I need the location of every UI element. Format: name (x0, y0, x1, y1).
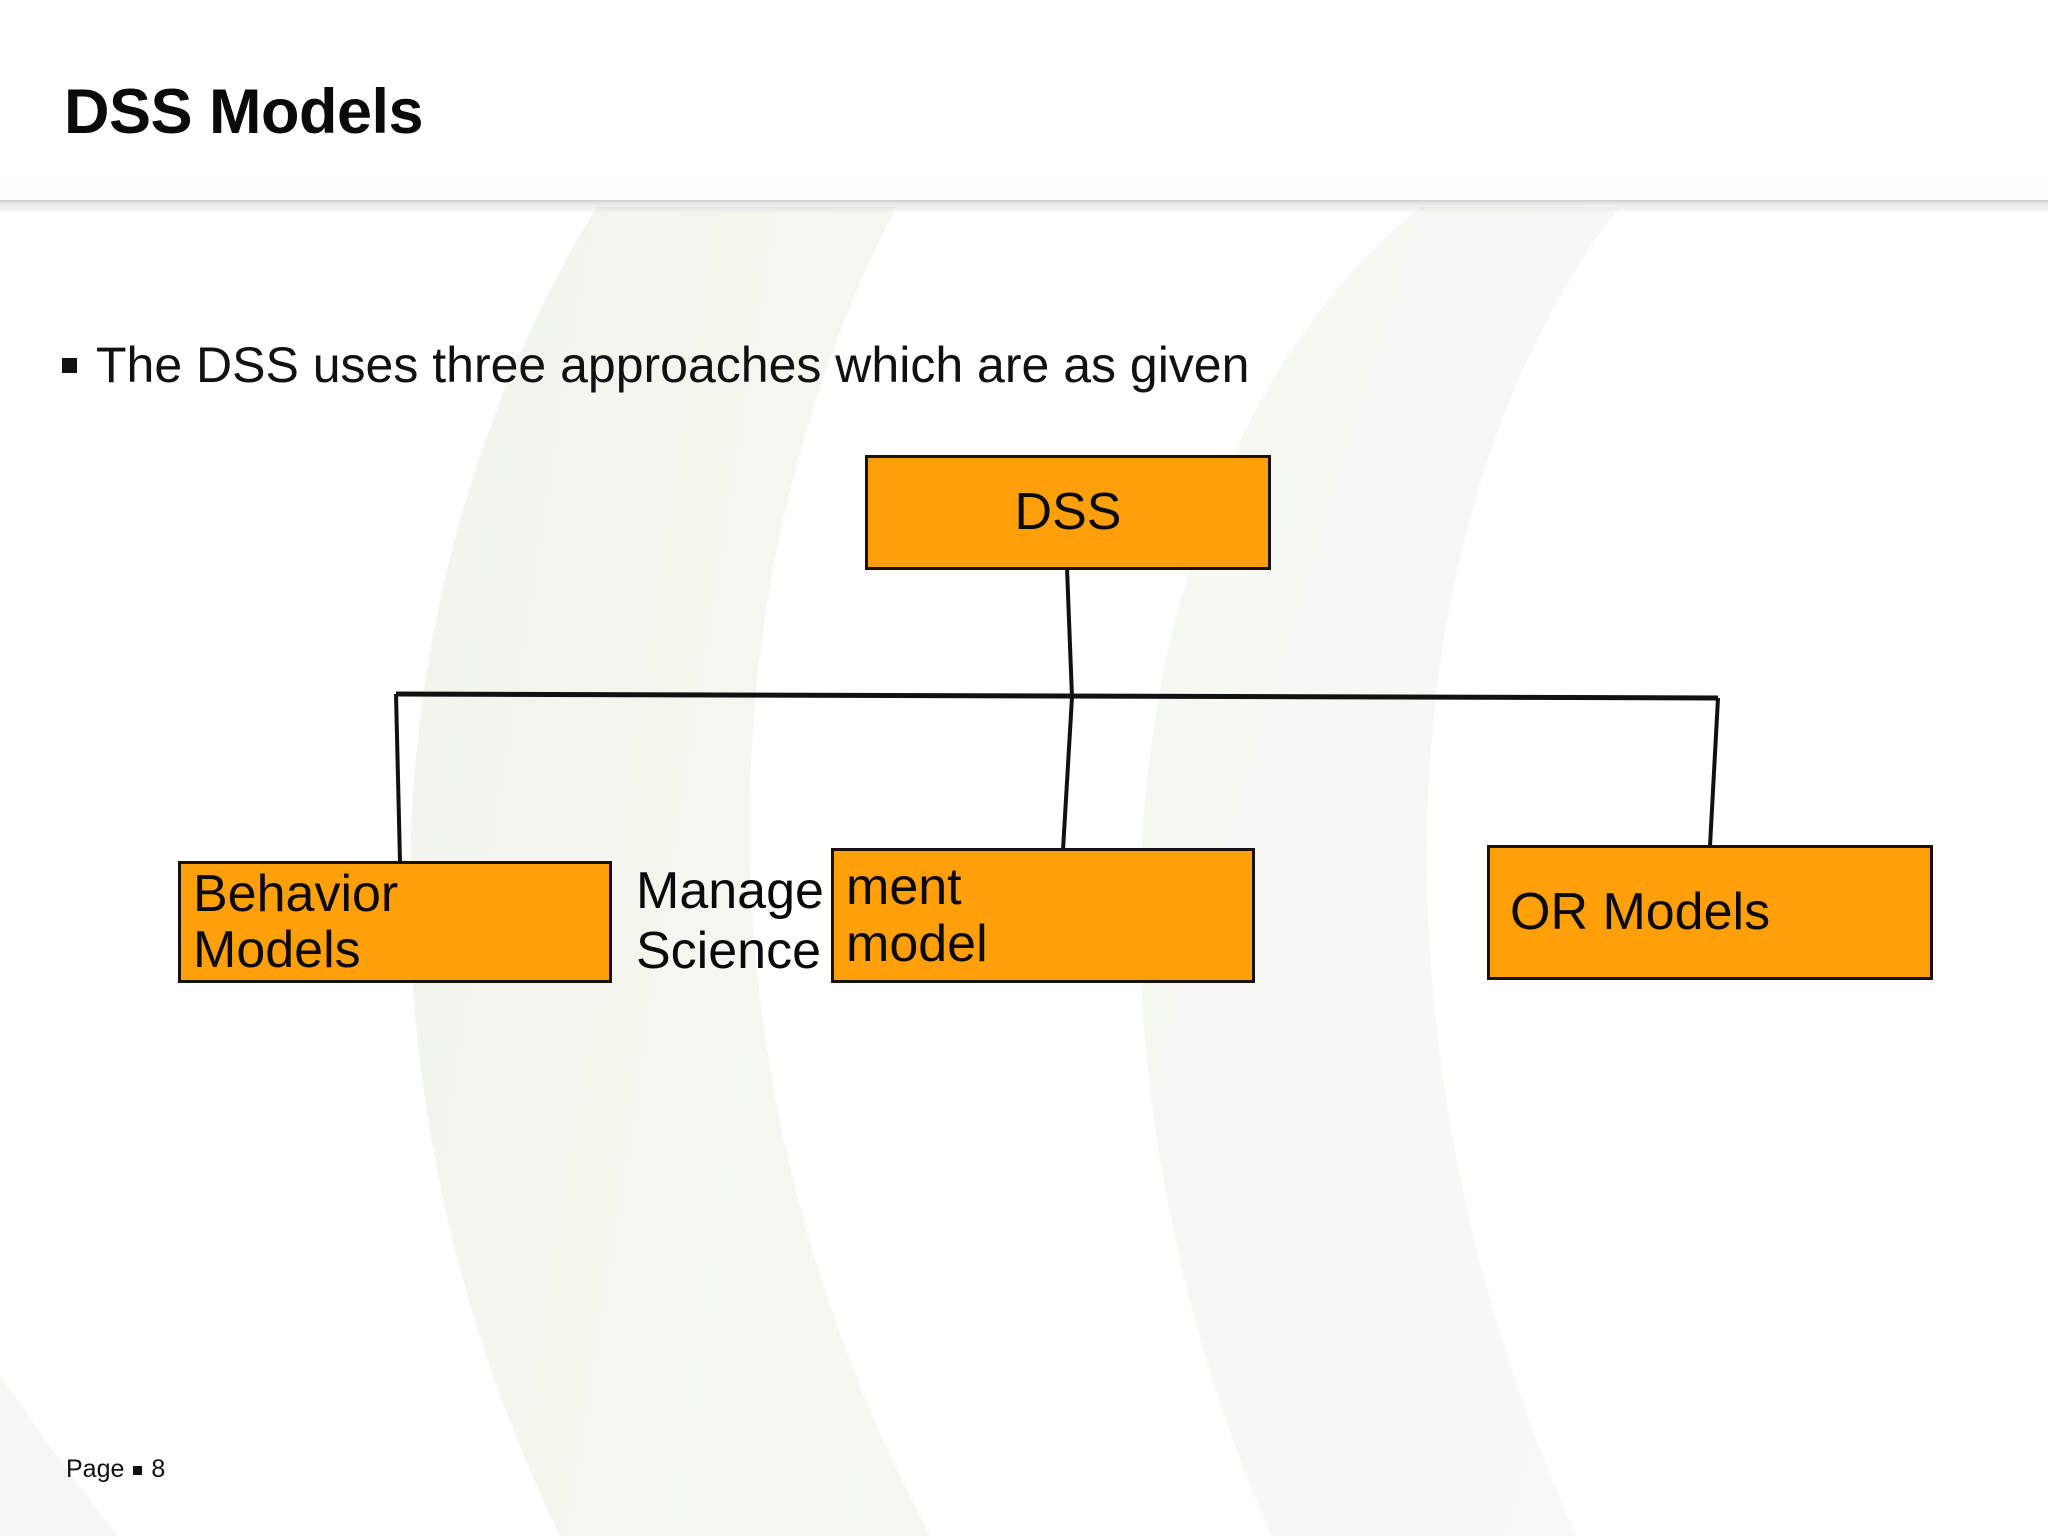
node-dss[interactable]: DSS (865, 455, 1271, 570)
footer-page-number: 8 (151, 1455, 166, 1483)
node-dss-label: DSS (1014, 483, 1122, 542)
slide-footer: Page 8 (66, 1455, 165, 1484)
node-behavior-models-label: Behavior Models (193, 864, 399, 979)
square-bullet-icon (62, 358, 77, 373)
bullet-list-item: The DSS uses three approaches which are … (62, 340, 1249, 390)
node-management-science-model-overflow-label: Manage Science (636, 862, 824, 980)
header-divider (0, 200, 2048, 207)
node-or-models-label: OR Models (1510, 883, 1771, 942)
node-management-science-model-label: ment model (846, 858, 988, 973)
node-management-science-model[interactable]: ment model (831, 848, 1255, 983)
node-behavior-models[interactable]: Behavior Models (178, 861, 612, 983)
node-or-models[interactable]: OR Models (1487, 845, 1933, 980)
slide-header: DSS Models (0, 0, 2048, 204)
footer-page-label: Page (66, 1455, 125, 1483)
bullet-item-label: The DSS uses three approaches which are … (96, 337, 1250, 393)
page-title: DSS Models (64, 77, 424, 147)
header-divider-shadow (0, 207, 2048, 213)
square-bullet-icon (133, 1466, 143, 1475)
